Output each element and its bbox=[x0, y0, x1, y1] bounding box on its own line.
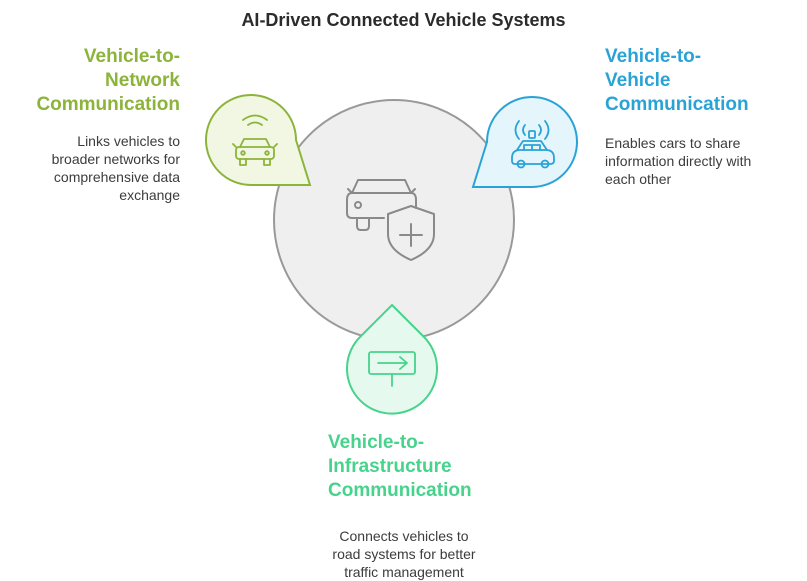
v2n-description: Links vehicles to broader networks for c… bbox=[10, 132, 180, 204]
autonomous-car-icon bbox=[511, 120, 555, 169]
v2i-heading-line: Vehicle-to- bbox=[328, 432, 425, 453]
v2i-desc-line: Connects vehicles to bbox=[339, 528, 469, 544]
car-shield-icon bbox=[346, 179, 435, 261]
road-sign-icon bbox=[368, 351, 416, 387]
v2v-heading-line: Communication bbox=[605, 94, 749, 115]
v2v-heading: Vehicle-to- Vehicle Communication bbox=[605, 45, 805, 117]
v2n-desc-line: exchange bbox=[119, 187, 180, 203]
v2v-desc-line: information directly with bbox=[605, 153, 752, 169]
v2v-description: Enables cars to share information direct… bbox=[605, 134, 805, 188]
diagram-title: AI-Driven Connected Vehicle Systems bbox=[241, 10, 566, 30]
v2i-desc-line: traffic management bbox=[344, 564, 464, 580]
v2n-desc-line: broader networks for bbox=[51, 151, 180, 167]
center-circle bbox=[273, 99, 515, 341]
v2i-bubble bbox=[346, 303, 438, 415]
v2n-heading-line: Vehicle-to- bbox=[83, 46, 180, 67]
v2n-heading-line: Network bbox=[105, 70, 180, 91]
v2n-bubble bbox=[205, 94, 312, 186]
v2i-desc-line: road systems for better bbox=[332, 546, 476, 562]
v2v-heading-line: Vehicle-to- bbox=[605, 46, 702, 67]
v2n-heading-line: Communication bbox=[36, 94, 180, 115]
v2i-heading: Vehicle-to- Infrastructure Communication bbox=[328, 431, 548, 503]
v2n-heading: Vehicle-to- Network Communication bbox=[0, 45, 180, 117]
v2v-desc-line: each other bbox=[605, 171, 672, 187]
v2i-heading-line: Communication bbox=[328, 480, 472, 501]
v2v-heading-line: Vehicle bbox=[605, 70, 671, 91]
v2i-heading-line: Infrastructure bbox=[328, 456, 452, 477]
car-signal-icon bbox=[232, 114, 278, 166]
v2i-description: Connects vehicles to road systems for be… bbox=[318, 527, 490, 581]
v2n-desc-line: Links vehicles to bbox=[77, 133, 180, 149]
v2v-desc-line: Enables cars to share bbox=[605, 135, 741, 151]
v2v-bubble bbox=[471, 96, 578, 188]
v2n-desc-line: comprehensive data bbox=[53, 169, 180, 185]
